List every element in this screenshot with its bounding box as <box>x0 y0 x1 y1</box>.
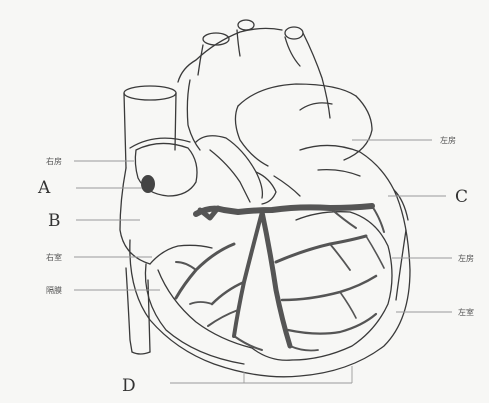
sa-node <box>141 175 155 193</box>
label-left-2: 右室 <box>46 252 62 262</box>
label-left-3: 隔膜 <box>46 285 62 295</box>
label-B: B <box>48 211 61 231</box>
label-C: C <box>455 187 468 207</box>
label-right-2: 左房 <box>458 253 474 263</box>
label-right-3: 左室 <box>458 307 474 317</box>
label-left-1: 右房 <box>46 156 62 166</box>
label-D: D <box>122 376 136 396</box>
label-A: A <box>37 178 51 198</box>
label-right-1: 左房 <box>440 135 456 145</box>
